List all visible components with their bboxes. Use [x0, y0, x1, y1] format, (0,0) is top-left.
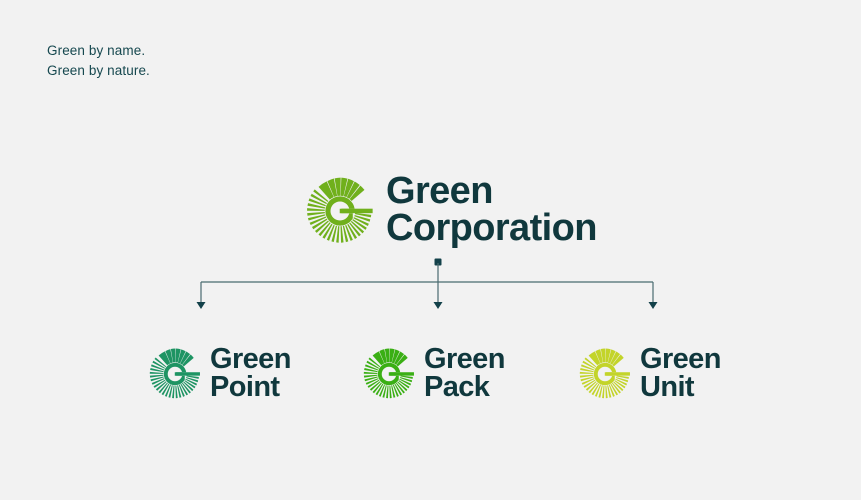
green-sunburst-g-icon — [307, 177, 373, 243]
g-letterform — [325, 195, 355, 226]
wordmark-line-1: Green — [386, 170, 493, 212]
arrowhead-center — [433, 302, 443, 309]
wordmark-green-unit: Green Unit — [640, 343, 721, 403]
wordmark-line-2: Unit — [640, 371, 695, 403]
node-green-pack[interactable]: Green Pack — [363, 343, 505, 403]
g-letterform — [377, 362, 401, 385]
green-sunburst-g-icon — [363, 348, 414, 398]
tagline-line-1: Green by name. — [47, 43, 146, 58]
node-green-point[interactable]: Green Point — [149, 343, 291, 403]
g-crossbar — [341, 208, 373, 213]
tagline-line-2: Green by nature. — [47, 63, 150, 78]
wordmark-green-point: Green Point — [210, 343, 291, 403]
green-sunburst-g-icon — [149, 348, 200, 398]
g-crossbar — [606, 371, 630, 376]
wordmark-line-1: Green — [210, 343, 291, 375]
g-crossbar — [176, 371, 200, 376]
wordmark-line-2: Corporation — [386, 207, 597, 249]
wordmark-line-1: Green — [640, 343, 721, 375]
arrowhead-right — [648, 302, 658, 309]
wordmark-line-2: Point — [210, 371, 280, 403]
g-letterform — [593, 362, 617, 385]
wordmark-line-2: Pack — [424, 371, 490, 403]
g-crossbar — [390, 371, 414, 376]
wordmark-green-pack: Green Pack — [424, 343, 505, 403]
wordmark-line-1: Green — [424, 343, 505, 375]
connector-origin-dot — [434, 258, 442, 266]
wordmark-green-corporation: Green Corporation — [386, 170, 597, 249]
sunburst-rays — [307, 177, 372, 243]
g-letterform — [163, 362, 187, 385]
green-sunburst-g-icon — [579, 348, 630, 398]
tagline: Green by name. Green by nature. — [47, 41, 150, 81]
node-green-corporation[interactable]: Green Corporation — [306, 170, 597, 249]
node-green-unit[interactable]: Green Unit — [579, 343, 721, 403]
arrowhead-left — [196, 302, 206, 309]
